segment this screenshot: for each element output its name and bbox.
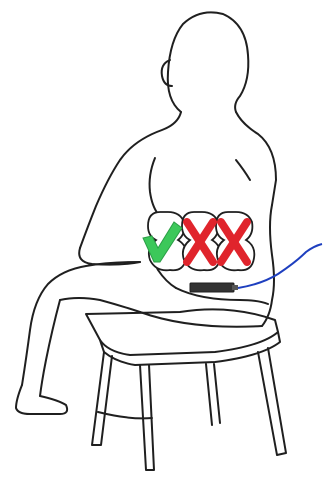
chair-rail bbox=[98, 412, 152, 418]
chair-leg-back-right bbox=[258, 348, 286, 455]
ear bbox=[162, 60, 172, 86]
probe-body bbox=[190, 283, 234, 292]
back-right-side bbox=[262, 205, 274, 326]
lower-back-line bbox=[140, 312, 262, 327]
head bbox=[168, 12, 249, 112]
chair-seat bbox=[86, 309, 278, 355]
shoulder-blade bbox=[236, 160, 250, 180]
probe-icon bbox=[190, 283, 238, 292]
left-arm-inner bbox=[150, 158, 158, 214]
thigh bbox=[22, 262, 140, 385]
probe-tip bbox=[232, 285, 238, 290]
right-shoulder bbox=[236, 112, 276, 205]
chair-leg-front-left bbox=[92, 352, 112, 445]
shin bbox=[40, 300, 60, 396]
chair-leg-back-middle bbox=[206, 364, 220, 425]
chair-seat-edge bbox=[100, 332, 280, 365]
chair bbox=[86, 309, 286, 470]
thigh-lower bbox=[60, 298, 140, 312]
